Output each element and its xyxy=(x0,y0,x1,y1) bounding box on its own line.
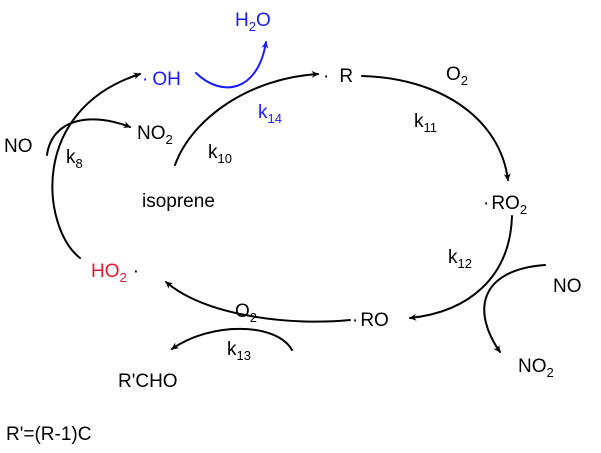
arrow-r-to-ro2 xyxy=(361,75,511,181)
arrow-to-rcho xyxy=(171,327,293,351)
ho2-radical-label: HO2· xyxy=(91,261,139,285)
ro-radical-label: ·RO xyxy=(352,310,389,331)
rcho-label: R'CHO xyxy=(118,371,178,392)
arrow-no-to-no2-left xyxy=(46,118,131,156)
oh-radical-label: ·OH xyxy=(142,69,181,90)
rate-k12: k12 xyxy=(448,247,472,271)
rate-k13: k13 xyxy=(227,339,251,363)
o2-bottom-label: O2 xyxy=(235,301,257,325)
r-radical-label: ·R xyxy=(323,66,353,87)
rate-k11: k11 xyxy=(414,111,437,135)
ro2-radical-label: ·RO2 xyxy=(483,193,527,217)
rate-k10: k10 xyxy=(208,142,232,166)
rate-k8: k8 xyxy=(66,147,83,171)
no-left-label: NO xyxy=(4,136,33,157)
o2-top-label: O2 xyxy=(446,64,468,88)
arrow-no-to-no2-right xyxy=(483,264,546,353)
no2-left-label: NO2 xyxy=(137,123,173,147)
arrow-isoprene-to-r xyxy=(174,70,319,166)
arrow-oh-to-h2o xyxy=(195,41,269,89)
no2-right-label: NO2 xyxy=(518,356,554,380)
h2o-label: H2O xyxy=(235,10,271,34)
arrow-ro2-to-ro xyxy=(409,215,513,321)
arrow-ro-to-ho2 xyxy=(165,281,351,323)
no-right-label: NO xyxy=(553,276,582,297)
arrow-ho2-to-oh xyxy=(51,72,141,259)
rate-k14: k14 xyxy=(258,102,282,126)
footnote-r-prime-definition: R'=(R-1)C xyxy=(6,424,91,445)
isoprene-label: isoprene xyxy=(142,191,215,212)
